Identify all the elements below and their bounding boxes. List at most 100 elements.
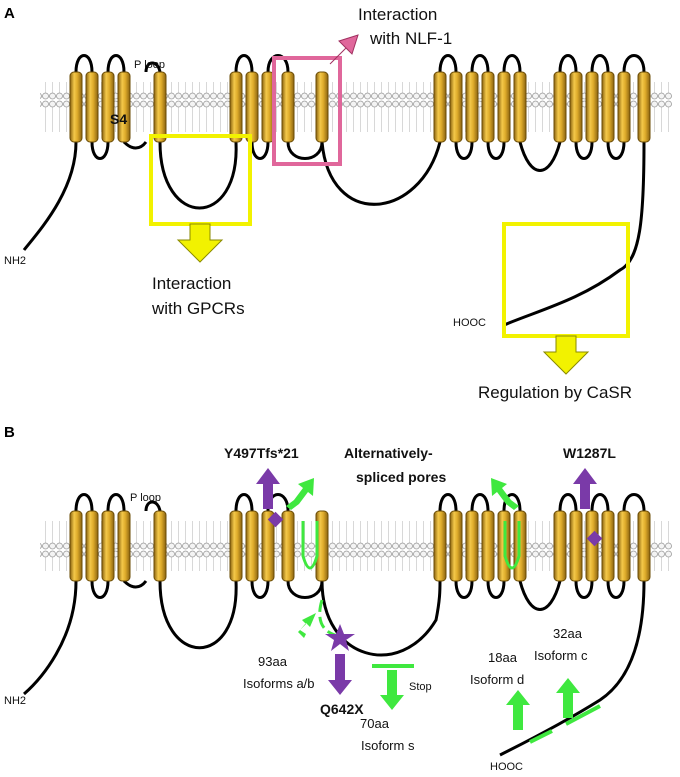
helix-d3-s2 xyxy=(449,510,463,582)
p-loop-label-b: P loop xyxy=(130,492,161,504)
mutation-y497-label: Y497Tfs*21 xyxy=(224,445,299,461)
loop-d3-3 xyxy=(470,493,490,512)
mutation-marker-w1287 xyxy=(586,530,603,547)
loop-d4-5 xyxy=(622,493,646,512)
linker-2 xyxy=(122,140,148,150)
loop-d2-1 xyxy=(234,54,254,73)
stop-label: Stop xyxy=(409,681,432,693)
helices-a xyxy=(69,71,651,143)
loop-d1-2 xyxy=(90,580,110,599)
alt-pore-arrow-right xyxy=(491,478,519,510)
loop-d2-1 xyxy=(234,493,254,512)
helix-d3-s5 xyxy=(497,71,511,143)
helix-d3-s1 xyxy=(433,71,447,143)
helix-d4-s1 xyxy=(553,510,567,582)
loops-b xyxy=(23,493,646,757)
loop-d4-1 xyxy=(558,54,578,73)
loop-d3-1 xyxy=(438,493,458,512)
nh2-label-a: NH2 xyxy=(4,255,26,267)
linker-6 xyxy=(518,141,562,172)
gpcr-down-arrow xyxy=(176,223,224,263)
helix-d2-s4 xyxy=(281,71,295,143)
loop-d3-5 xyxy=(502,493,522,512)
isoform-s-line2: Isoform s xyxy=(361,738,415,753)
helix-d2-s3 xyxy=(261,510,275,582)
helix-d4-s2 xyxy=(569,510,583,582)
alt-pores-label-line2: spliced pores xyxy=(356,469,446,485)
gpcr-label-line2: with GPCRs xyxy=(151,299,245,318)
isoform-c-line1: 32aa xyxy=(553,626,583,641)
loop-d4-2 xyxy=(574,141,594,160)
helix-d1-s6-b xyxy=(153,510,167,582)
loop-d4-1 xyxy=(558,493,578,512)
membrane-b xyxy=(40,521,672,571)
linker-2 xyxy=(122,579,148,589)
mutation-w1287-label: W1287L xyxy=(563,445,616,461)
loop-d3-3 xyxy=(470,54,490,73)
isoforms-ab-line1: 93aa xyxy=(258,654,288,669)
loop-d2-2 xyxy=(250,580,270,599)
alt-pore-segment-1 xyxy=(301,521,319,570)
helix-d4-s4 xyxy=(601,510,615,582)
helix-d1-s6 xyxy=(153,71,167,143)
helix-d1-s1 xyxy=(69,71,83,143)
isoform-c-up-arrow xyxy=(556,678,580,718)
y497-up-arrow xyxy=(256,468,280,509)
helix-d4-s1 xyxy=(553,71,567,143)
q642-star-marker xyxy=(325,624,355,651)
isoform-s-line1: 70aa xyxy=(360,716,390,731)
helix-d1-s2 xyxy=(85,71,99,143)
panel-b-letter: B xyxy=(4,424,15,441)
alt-pore-arrow-left xyxy=(286,478,314,510)
helix-d1-s3 xyxy=(101,510,115,582)
nh2-label-b: NH2 xyxy=(4,695,26,707)
alt-pores-label-line1: Alternatively- xyxy=(344,445,433,461)
panel-a-letter: A xyxy=(4,5,15,22)
hooc-label-a: HOOC xyxy=(453,317,486,329)
loop-d2-4 xyxy=(286,580,324,599)
loop-d3-4 xyxy=(486,141,506,160)
nlf1-label-line1: Interaction xyxy=(358,5,437,24)
loop-d4-3 xyxy=(590,493,610,512)
linker-7 xyxy=(503,141,646,327)
loops-a xyxy=(22,54,646,327)
p-loop-label-a: P loop xyxy=(134,59,165,71)
helix-d4-s6 xyxy=(637,71,651,143)
loop-d2-3 xyxy=(266,54,290,73)
linker-1 xyxy=(22,141,78,251)
isoform-d-line1: 18aa xyxy=(488,650,518,665)
helix-d4-s3 xyxy=(585,71,599,143)
mutation-q642-label: Q642X xyxy=(320,701,364,717)
linker-5 xyxy=(320,580,442,657)
helix-d2-s2 xyxy=(245,71,259,143)
loop-d3-5 xyxy=(502,54,522,73)
cterm-segment-d xyxy=(529,729,553,744)
helix-d4-s2 xyxy=(569,71,583,143)
helix-d3-s3 xyxy=(465,71,479,143)
helix-d2-s4 xyxy=(281,510,295,582)
helix-d3-s4 xyxy=(481,510,495,582)
helix-d2-s2 xyxy=(245,510,259,582)
helix-d1-s3 xyxy=(101,71,115,143)
linker-5 xyxy=(320,141,442,206)
helix-d4-s5 xyxy=(617,510,631,582)
helix-d3-s6 xyxy=(513,71,527,143)
helix-d4-s6 xyxy=(637,510,651,582)
helix-d2-s1 xyxy=(229,71,243,143)
w1287-up-arrow xyxy=(573,468,597,509)
isoforms-ab-arrow xyxy=(298,613,316,638)
linker-7 xyxy=(499,580,646,757)
linker-3 xyxy=(144,500,162,512)
helix-d3-s3 xyxy=(465,510,479,582)
loop-d4-2 xyxy=(574,580,594,599)
casr-down-arrow xyxy=(542,335,590,375)
loop-d4-3 xyxy=(590,54,610,73)
helix-d1-s2 xyxy=(85,510,99,582)
loop-d4-5 xyxy=(622,54,646,73)
loop-d3-2 xyxy=(454,141,474,160)
hooc-label-b: HOOC xyxy=(490,761,523,773)
isoform-d-up-arrow xyxy=(506,690,530,730)
loop-d1-2 xyxy=(90,141,110,160)
membrane-a xyxy=(40,82,672,132)
gpcr-label-line1: Interaction xyxy=(152,274,231,293)
